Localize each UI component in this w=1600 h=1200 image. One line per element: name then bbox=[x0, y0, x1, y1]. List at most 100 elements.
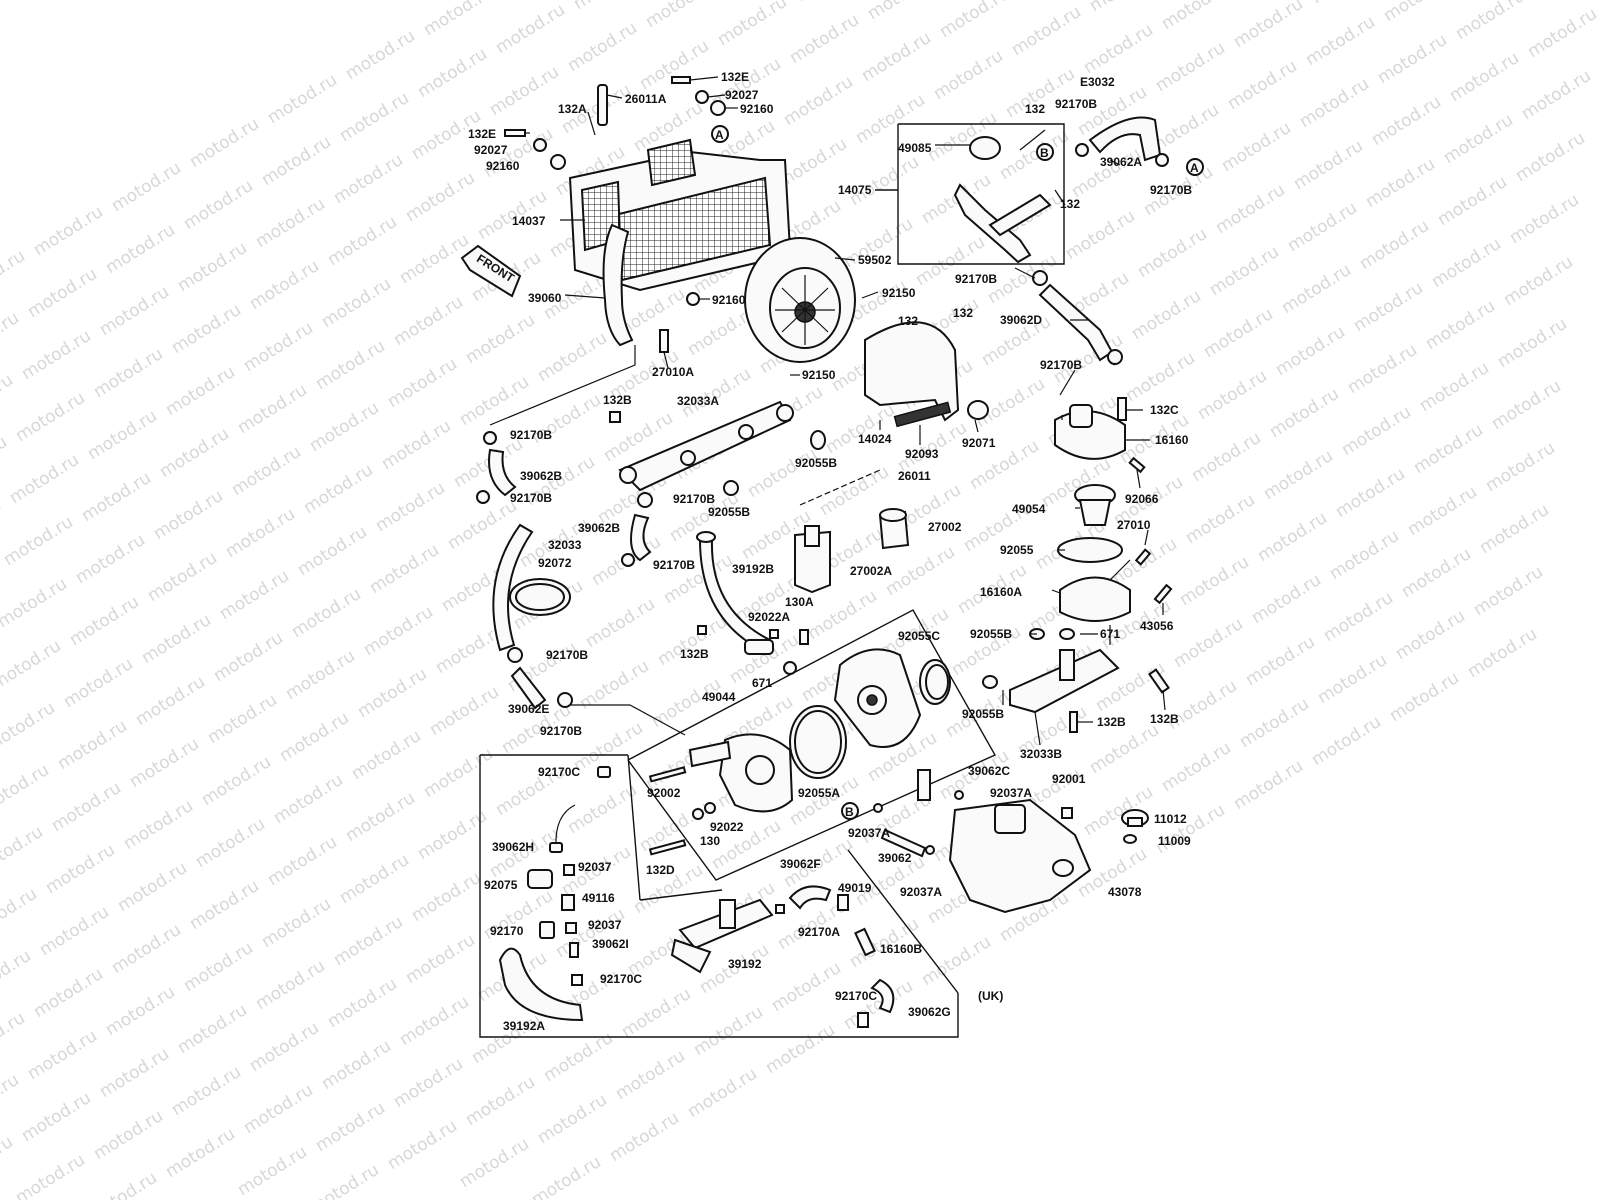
grouping-frames bbox=[479, 123, 1076, 1038]
watermark-text: motod.ru bbox=[534, 1090, 611, 1148]
label-27010: 27010 bbox=[1117, 518, 1151, 532]
watermark-text: motod.ru bbox=[0, 308, 23, 366]
watermark-text: motod.ru bbox=[1080, 20, 1157, 78]
watermark-text: motod.ru bbox=[1008, 2, 1085, 60]
watermark-text: motod.ru bbox=[162, 362, 239, 420]
watermark-text: motod.ru bbox=[612, 1046, 689, 1104]
watermark-text: motod.ru bbox=[384, 354, 461, 412]
label-132-box-b: 132 bbox=[1060, 197, 1080, 211]
watermark-text: motod.ru bbox=[582, 594, 659, 652]
watermark-text: motod.ru bbox=[486, 62, 563, 120]
watermark-text: motod.ru bbox=[618, 984, 695, 1042]
watermark-text: motod.ru bbox=[240, 1080, 317, 1138]
watermark-text: motod.ru bbox=[1434, 172, 1511, 230]
watermark-text: motod.ru bbox=[54, 716, 131, 774]
washer-92027-left bbox=[533, 138, 547, 152]
label-16160: 16160 bbox=[1155, 433, 1189, 447]
watermark-text: motod.ru bbox=[120, 796, 197, 854]
label-92150-b: 92150 bbox=[802, 368, 836, 382]
watermark-text: motod.ru bbox=[0, 512, 77, 570]
watermark-text: motod.ru bbox=[306, 1160, 383, 1200]
label-130: 130 bbox=[700, 834, 720, 848]
label-11012: 11012 bbox=[1154, 812, 1187, 826]
label-92160-top: 92160 bbox=[740, 102, 774, 116]
label-49044: 49044 bbox=[702, 690, 736, 704]
callout-b-reservoir: B bbox=[845, 805, 854, 819]
watermark-text: motod.ru bbox=[282, 646, 359, 704]
label-39192: 39192 bbox=[728, 957, 762, 971]
watermark-text: motod.ru bbox=[336, 850, 413, 908]
watermark-text: motod.ru bbox=[318, 274, 395, 332]
label-14075: 14075 bbox=[838, 183, 872, 197]
watermark-text: motod.ru bbox=[744, 444, 821, 502]
label-32033A: 32033A bbox=[677, 394, 719, 408]
watermark-text: motod.ru bbox=[60, 654, 137, 712]
label-132C: 132C bbox=[1150, 403, 1179, 417]
watermark-text: motod.ru bbox=[1248, 570, 1325, 628]
label-92055B-r2: 92055B bbox=[962, 707, 1004, 721]
grommet-92071 bbox=[967, 400, 989, 420]
watermark-text: motod.ru bbox=[426, 682, 503, 740]
label-43056: 43056 bbox=[1140, 619, 1174, 633]
fan-cover bbox=[864, 321, 989, 428]
watermark-text: motod.ru bbox=[408, 868, 485, 926]
label-92055B-c2: 92055B bbox=[708, 505, 750, 519]
watermark-text: motod.ru bbox=[1494, 314, 1571, 372]
label-92160-left: 92160 bbox=[486, 159, 520, 173]
watermark-text: motod.ru bbox=[852, 90, 929, 148]
region-label: (UK) bbox=[978, 989, 1003, 1003]
label-92160-mid: 92160 bbox=[712, 293, 746, 307]
watermark-text: motod.ru bbox=[30, 202, 107, 260]
watermark-text: motod.ru bbox=[90, 1106, 167, 1164]
watermark-text: motod.ru bbox=[1380, 0, 1457, 26]
watermark-text: motod.ru bbox=[378, 416, 455, 474]
watermark-text: motod.ru bbox=[1080, 782, 1157, 840]
water-pump bbox=[648, 648, 951, 856]
watermark-text: motod.ru bbox=[1452, 0, 1529, 44]
watermark-text: motod.ru bbox=[144, 548, 221, 606]
watermark-text: motod.ru bbox=[1176, 552, 1253, 610]
watermark-text: motod.ru bbox=[1404, 482, 1481, 540]
watermark-text: motod.ru bbox=[642, 0, 719, 32]
watermark-text: motod.ru bbox=[402, 168, 479, 226]
label-92055B-r: 92055B bbox=[970, 627, 1012, 641]
label-59502: 59502 bbox=[858, 253, 892, 267]
watermark-text: motod.ru bbox=[402, 930, 479, 988]
watermark-text: motod.ru bbox=[24, 264, 101, 322]
watermark-text: motod.ru bbox=[1332, 464, 1409, 522]
watermark-text: motod.ru bbox=[234, 1142, 311, 1200]
watermark-text: motod.ru bbox=[1284, 198, 1361, 256]
watermark-text: motod.ru bbox=[1476, 500, 1553, 558]
watermark-text: motod.ru bbox=[1272, 322, 1349, 380]
valve-49019 bbox=[837, 894, 849, 911]
watermark-text: motod.ru bbox=[246, 1018, 323, 1076]
watermark-text: motod.ru bbox=[114, 858, 191, 916]
label-92037A-a: 92037A bbox=[990, 786, 1032, 800]
watermark-text: motod.ru bbox=[108, 158, 185, 216]
relay-27002A bbox=[794, 530, 831, 594]
watermark-text: motod.ru bbox=[210, 628, 287, 686]
clamp-92075 bbox=[527, 869, 553, 889]
watermark-text: motod.ru bbox=[24, 1026, 101, 1084]
watermark-text: motod.ru bbox=[354, 664, 431, 722]
watermark-text: motod.ru bbox=[168, 300, 245, 358]
sensor-parts bbox=[794, 508, 910, 594]
watermark-text: motod.ru bbox=[930, 46, 1007, 104]
watermark-text: motod.ru bbox=[102, 220, 179, 278]
label-92170C-c: 92170C bbox=[835, 989, 877, 1003]
watermark-text: motod.ru bbox=[18, 326, 95, 384]
label-132-box-a: 132 bbox=[1025, 102, 1045, 116]
watermark-text: motod.ru bbox=[66, 592, 143, 650]
label-92170B-l2: 92170B bbox=[510, 491, 552, 505]
watermark-text: motod.ru bbox=[1368, 92, 1445, 150]
label-26011A: 26011A bbox=[625, 92, 667, 106]
watermark-text: motod.ru bbox=[168, 1062, 245, 1120]
watermark-text: motod.ru bbox=[390, 292, 467, 350]
watermark-text: motod.ru bbox=[90, 344, 167, 402]
watermark-text: motod.ru bbox=[804, 586, 881, 644]
label-132A: 132A bbox=[558, 102, 587, 116]
label-27002: 27002 bbox=[928, 520, 962, 534]
label-16160B: 16160B bbox=[880, 942, 922, 956]
thermostat-housing bbox=[953, 116, 1169, 365]
watermark-text: motod.ru bbox=[492, 0, 569, 58]
